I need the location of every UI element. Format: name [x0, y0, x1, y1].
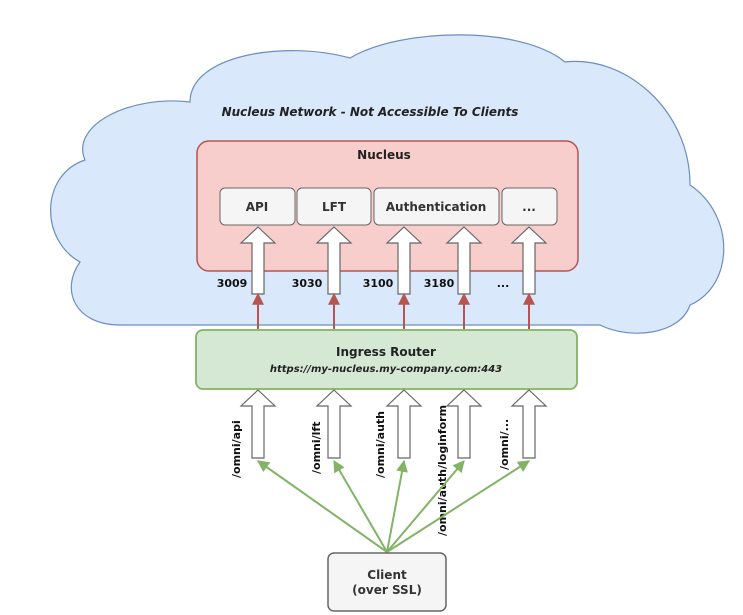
service-box-api[interactable]	[219, 187, 296, 226]
route-label-lft: /omni/lft	[310, 422, 323, 474]
port-label-lft: 3030	[292, 277, 323, 290]
client-sublabel: (over SSL)	[352, 583, 422, 597]
ingress-router-title: Ingress Router	[336, 345, 436, 359]
service-box-authentication[interactable]	[373, 187, 500, 226]
nucleus-title: Nucleus	[357, 148, 411, 162]
port-label-loginform: 3180	[424, 277, 455, 290]
network-title: Nucleus Network - Not Accessible To Clie…	[222, 105, 519, 119]
route-label-more: /omni/...	[498, 419, 511, 470]
port-label-authentication: 3100	[363, 277, 394, 290]
route-flow-arrow-4	[510, 389, 548, 459]
route-label-auth: /omni/auth	[374, 411, 387, 478]
service-label-api: API	[246, 200, 269, 214]
service-label-authentication: Authentication	[386, 200, 487, 214]
ingress-router-box[interactable]	[195, 329, 578, 390]
route-flow-arrow-3	[445, 389, 483, 459]
client-route-arrow-0	[257, 460, 388, 553]
client-route-arrow-2	[386, 459, 408, 553]
service-box-more[interactable]	[501, 187, 558, 226]
route-label-api: /omni/api	[230, 420, 243, 478]
route-label-loginform: /omni/auth/loginform	[436, 405, 449, 536]
service-box-lft[interactable]	[296, 187, 372, 226]
service-label-more: ...	[522, 200, 536, 214]
route-flow-arrow-0	[239, 389, 277, 459]
client-route-arrow-3	[386, 460, 465, 553]
ingress-router-url: https://my-nucleus.my-company.com:443	[270, 364, 502, 375]
client-box[interactable]	[327, 552, 447, 612]
port-label-api: 3009	[217, 277, 248, 290]
client-route-arrow-4	[386, 460, 531, 553]
service-label-lft: LFT	[322, 200, 347, 214]
route-flow-arrow-1	[315, 389, 353, 459]
route-flow-arrow-2	[385, 389, 423, 459]
port-label-more: ...	[497, 277, 510, 290]
client-label: Client	[367, 568, 407, 582]
client-route-arrow-1	[333, 459, 388, 553]
